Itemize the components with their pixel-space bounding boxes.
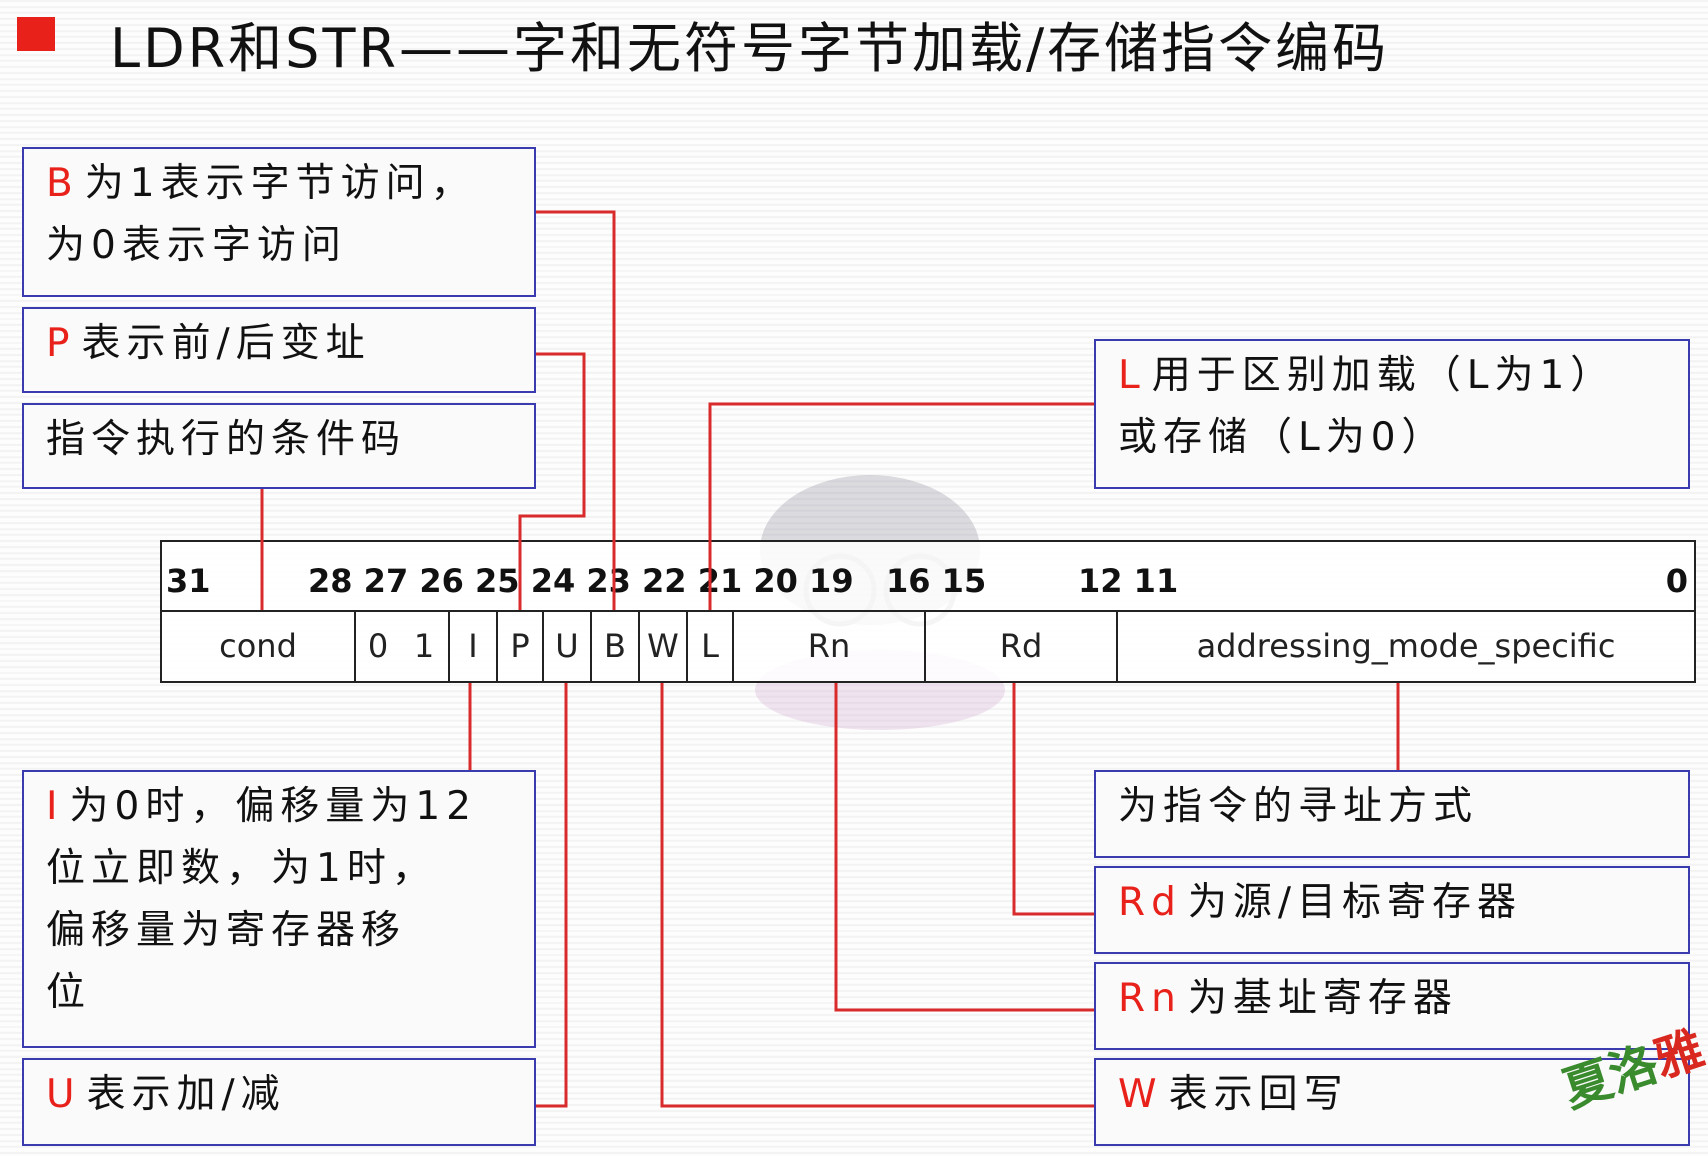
b-lead: B [46,161,79,206]
w-lead: W [1118,1072,1163,1117]
bit-0: 0 [1665,562,1688,600]
l-line1: 用于区别加载（L为1） [1151,353,1616,398]
u-lead: U [46,1072,81,1117]
field-l: L [686,610,732,683]
rn-lead: Rn [1118,976,1182,1021]
bit-number-row: 31 28 27 26 25 24 23 22 21 20 19 16 15 1… [162,542,1694,612]
field-bit26: 1 [413,627,435,665]
b-line2: 为0表示字访问 [46,223,347,268]
i-line3: 偏移量为寄存器移 [46,908,407,953]
p-text: 表示前/后变址 [81,321,371,366]
connector-u [536,683,568,1108]
cond-text: 指令执行的条件码 [46,417,407,462]
bit-31: 31 [166,562,211,600]
field-bit27: 0 [354,610,400,683]
connector-p [518,352,586,610]
field-cond: cond [219,627,297,665]
connector-rd [1012,683,1094,916]
i-line1: 为0时，偏移量为12 [69,784,477,829]
l-lead: L [1118,353,1146,398]
field-u: U [542,610,590,683]
field-rd: Rd [924,610,1116,683]
field-p: P [496,610,542,683]
field-rn: Rn [732,610,924,683]
l-line2: 或存储（L为0） [1118,415,1447,460]
connector-rn [834,683,1094,1012]
b-line1: 为1表示字节访问， [84,161,476,206]
i-line2: 位立即数，为1时， [46,846,437,891]
page-title: LDR和STR——字和无符号字节加载/存储指令编码 [110,17,1390,80]
rn-text: 为基址寄存器 [1187,976,1458,1021]
bit-12-11: 12 11 [1078,562,1179,600]
mode-box: 为指令的寻址方式 [1094,770,1690,858]
title-bullet [17,17,55,51]
field-w: W [638,610,686,683]
u-text: 表示加/减 [86,1072,286,1117]
connector-w [660,683,1094,1108]
w-text: 表示回写 [1168,1072,1349,1117]
rd-text: 为源/目标寄存器 [1187,880,1522,925]
p-lead: P [46,321,76,366]
cond-box: 指令执行的条件码 [22,403,536,489]
bit-28-19: 28 27 26 25 24 23 22 21 20 19 [308,562,854,600]
encoding-table: 31 28 27 26 25 24 23 22 21 20 19 16 15 1… [160,540,1696,683]
mode-text: 为指令的寻址方式 [1118,784,1479,829]
field-addressing-mode: addressing_mode_specific [1116,610,1694,683]
field-i: I [448,610,496,683]
i-line4: 位 [46,970,92,1015]
rd-lead: Rd [1118,880,1182,925]
i-lead: I [46,784,64,829]
connector-l [708,402,1094,610]
field-b: B [590,610,638,683]
bit-16-15: 16 15 [886,562,987,600]
connector-b [536,210,616,610]
